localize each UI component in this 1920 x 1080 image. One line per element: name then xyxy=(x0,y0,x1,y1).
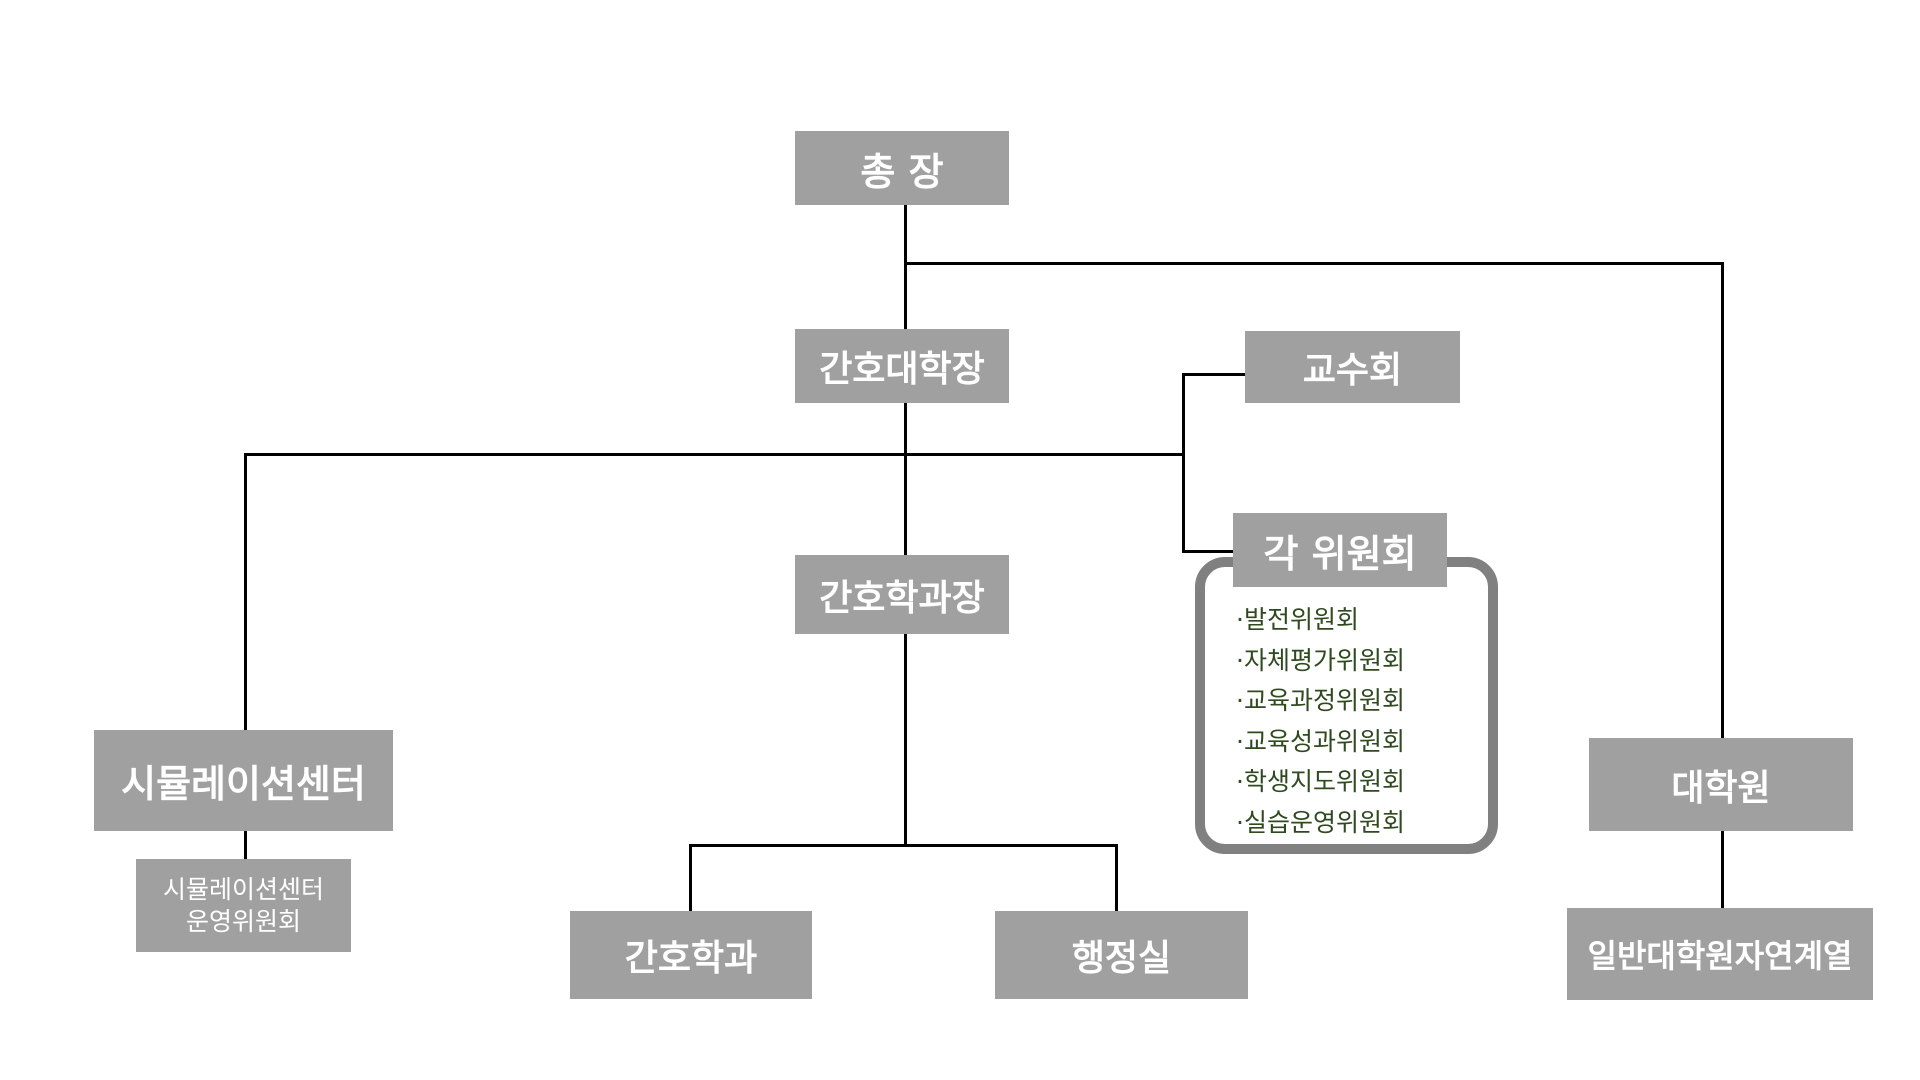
connector xyxy=(904,262,1724,265)
connector xyxy=(1182,373,1246,376)
connector xyxy=(1721,262,1724,908)
nursing-department-box: 간호학과 xyxy=(570,911,812,999)
faculty-council-box: 교수회 xyxy=(1245,331,1460,403)
connector xyxy=(1182,373,1185,552)
graduate-school-box: 대학원 xyxy=(1589,738,1853,831)
connector xyxy=(244,453,1185,456)
committee-item: ·학생지도위원회 xyxy=(1236,767,1405,796)
committee-list: ·발전위원회 ·자체평가위원회 ·교육과정위원회 ·교육성과위원회 ·학생지도위… xyxy=(1236,600,1405,843)
committee-item: ·발전위원회 xyxy=(1236,605,1359,634)
committee-item: ·실습운영위원회 xyxy=(1236,807,1405,837)
simulation-committee-line: 시뮬레이션센터 xyxy=(162,874,324,904)
committees-panel xyxy=(1195,557,1498,854)
committee-item: ·교육과정위원회 xyxy=(1236,686,1405,715)
simulation-center-box: 시뮬레이션센터 xyxy=(94,730,393,831)
admin-office-box: 행정실 xyxy=(995,911,1248,999)
simulation-committee-box: 시뮬레이션센터 운영위원회 xyxy=(136,859,351,952)
committee-item: ·교육성과위원회 xyxy=(1236,726,1405,756)
committees-title-box: 각 위원회 xyxy=(1233,513,1447,587)
committee-item: ·자체평가위원회 xyxy=(1236,645,1405,675)
connector xyxy=(244,453,247,859)
connector xyxy=(1115,844,1118,912)
dean-box: 간호대학장 xyxy=(795,329,1009,403)
department-head-box: 간호학과장 xyxy=(795,555,1009,634)
connector xyxy=(689,844,692,912)
connector xyxy=(689,844,1118,847)
president-box: 총 장 xyxy=(795,131,1009,205)
graduate-division-box: 일반대학원자연계열 xyxy=(1567,908,1873,1000)
connector xyxy=(904,205,907,845)
simulation-committee-line: 운영위원회 xyxy=(185,906,301,936)
connector xyxy=(1182,550,1246,553)
